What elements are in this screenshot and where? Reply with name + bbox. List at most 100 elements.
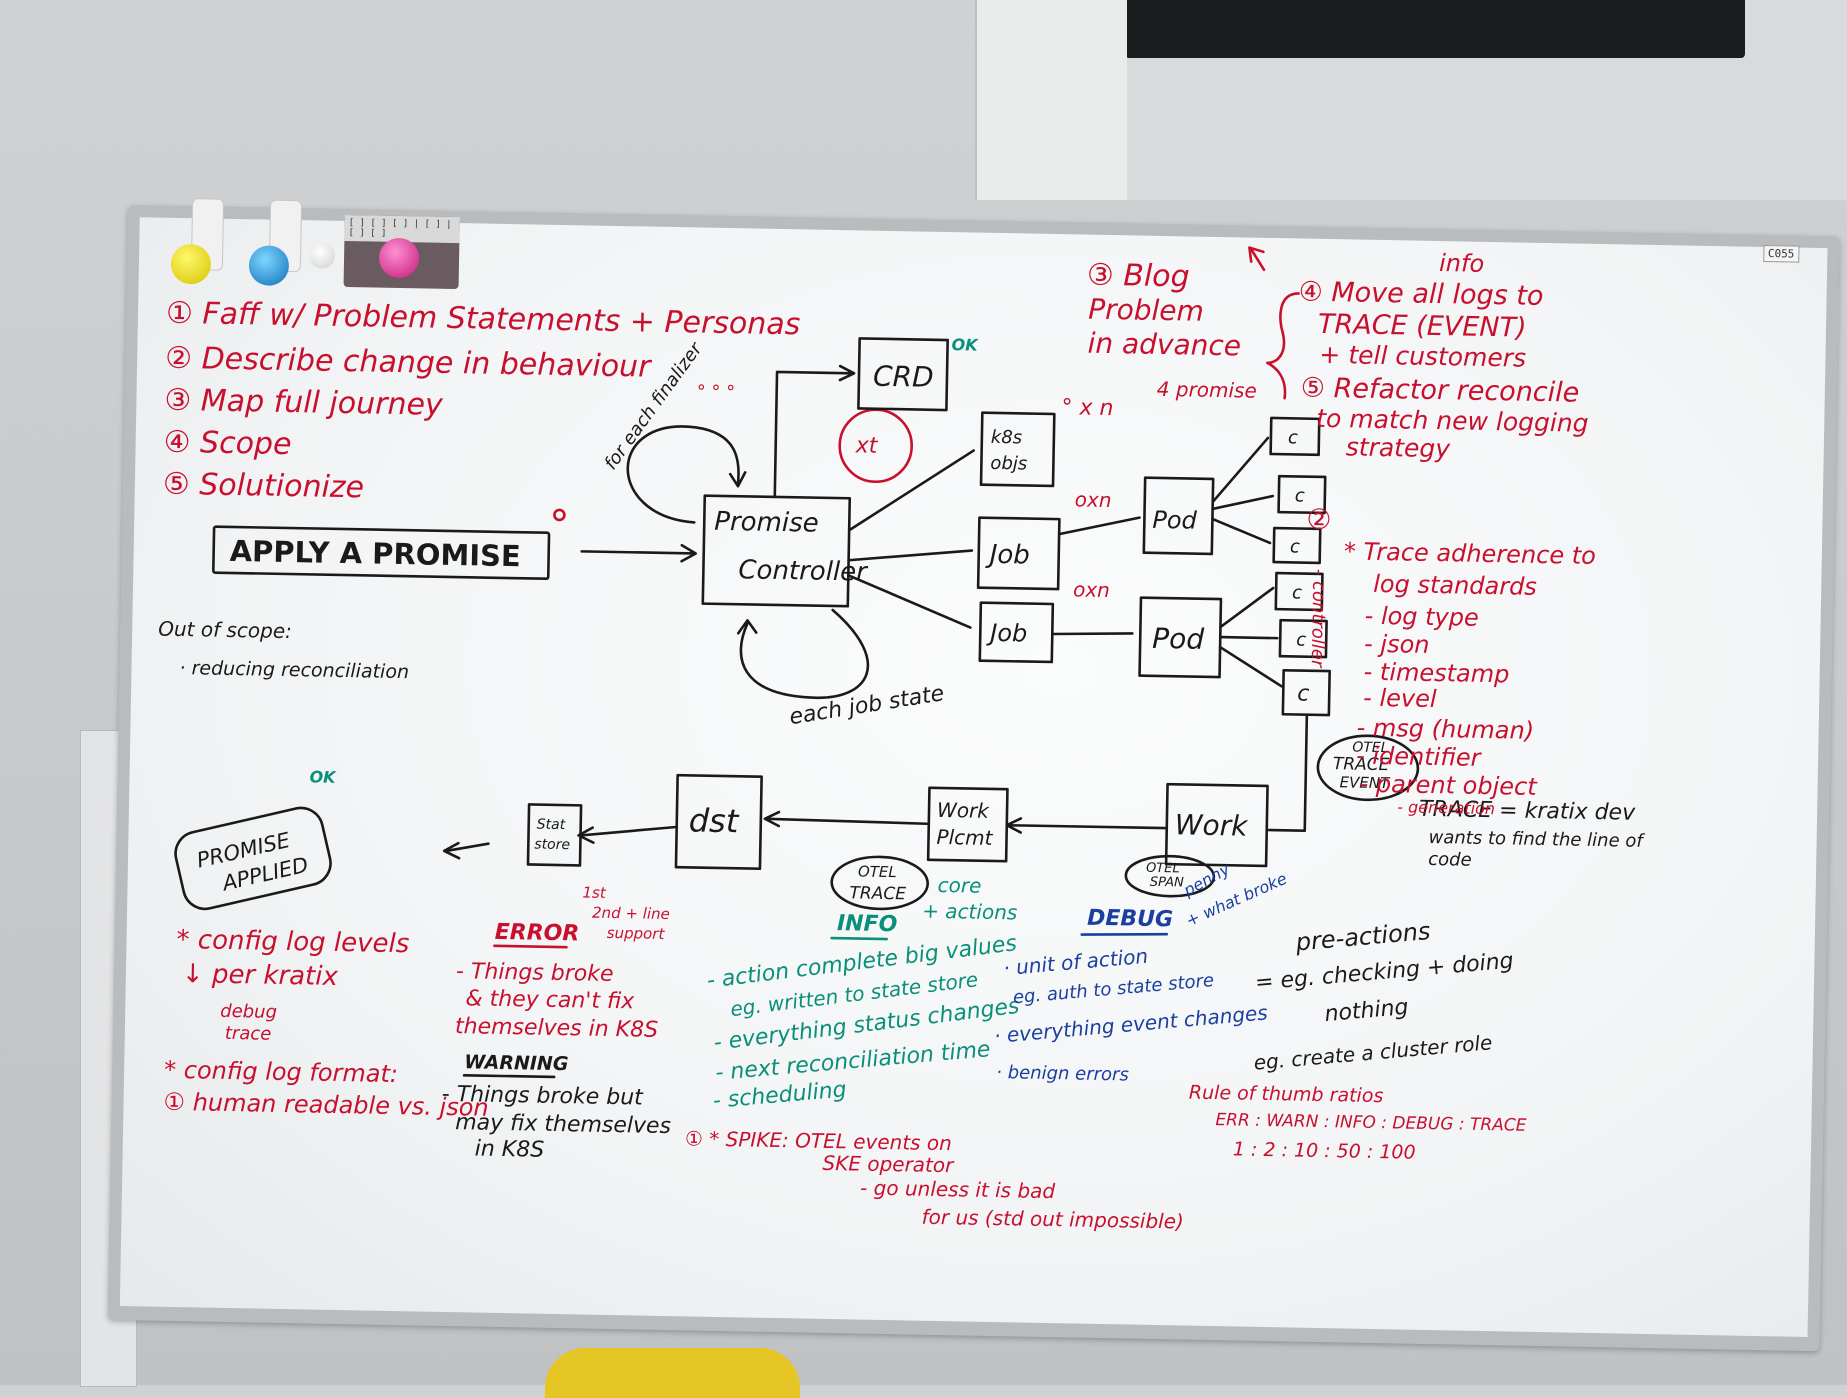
- otel-span-badge: [1124, 854, 1216, 898]
- controller-vertical: - controller: [1307, 569, 1330, 669]
- spike-3: - go unless it is bad: [860, 1176, 1056, 1204]
- error-line-2: & they can't fix: [465, 986, 635, 1014]
- container-a2: [1277, 474, 1327, 515]
- list-item-5: ⑤ Solutionize: [163, 467, 365, 506]
- work-label: Work: [1175, 808, 1250, 842]
- debug-line-3: · everything event changes: [993, 1000, 1268, 1048]
- state-store-box: [526, 803, 583, 867]
- crd-box: [857, 337, 949, 412]
- otel-trace-badge: [830, 855, 929, 911]
- promise-label: 4 promise: [1157, 377, 1257, 403]
- otel-span-1: OTEL: [1146, 861, 1180, 877]
- info-aside-2: + actions: [922, 899, 1018, 925]
- error-aside-1: 1st: [582, 883, 607, 901]
- ok-mark-applied: OK: [309, 767, 337, 787]
- info-title: INFO: [837, 911, 898, 937]
- otel-trace-1: OTEL: [858, 862, 897, 881]
- warning-underline: [462, 1074, 556, 1079]
- arrow-controller-to-job-a: [847, 549, 974, 562]
- arrow-controller-to-job-b: [847, 573, 972, 629]
- ratio-values: 1 : 2 : 10 : 50 : 100: [1233, 1138, 1416, 1163]
- each-job-state-label: each job state: [788, 681, 946, 730]
- right-top-5: to match new logging: [1316, 404, 1589, 438]
- right-list-5: - timestamp: [1363, 658, 1509, 689]
- container-label-b1: c: [1292, 582, 1302, 603]
- container-label-a3: c: [1290, 536, 1300, 557]
- config-note-6: ① human readable vs. json: [163, 1088, 489, 1122]
- error-line-1: - Things broke: [456, 959, 614, 987]
- work-placement-box: [926, 786, 1009, 863]
- work-box: [1164, 782, 1269, 868]
- state-store-label-1: Stat: [537, 817, 566, 834]
- otel-trace-2: TRACE: [849, 883, 906, 904]
- job-b-label: Job: [986, 619, 1028, 648]
- otel-span-2: SPAN: [1150, 875, 1185, 891]
- error-aside-3: support: [607, 924, 666, 943]
- pre-actions-line-2: nothing: [1324, 995, 1410, 1027]
- debug-line-1: · unit of action: [1002, 944, 1149, 980]
- out-of-scope-title: Out of scope:: [158, 617, 292, 643]
- arrow-job-b-to-pod-b: [1050, 632, 1134, 636]
- job-a-box: [976, 516, 1061, 591]
- debug-underline: [1080, 932, 1169, 936]
- whiteboard-frame: C055 [ ] [ ] [ ] | [ ] | [ ] [ ] ① Faff …: [107, 198, 1840, 1352]
- yellow-eraser: [545, 1348, 800, 1398]
- info-aside-1: core: [937, 873, 981, 898]
- pod-b-label: Pod: [1152, 622, 1205, 656]
- right-list-6: - level: [1363, 684, 1437, 713]
- right-top-4: ⑤ Refactor reconcile: [1301, 373, 1580, 409]
- k8s-multiplier: ° x n: [1061, 395, 1113, 421]
- arrow-containers-to-work: [1267, 715, 1309, 832]
- container-a3: [1272, 526, 1322, 565]
- job-a-multiplier: oxn: [1075, 487, 1112, 512]
- red-circle-label: xt: [854, 433, 878, 458]
- wall-pillar: [975, 0, 1127, 200]
- job-a-label: Job: [984, 540, 1030, 571]
- list-item-1: ① Faff w/ Problem Statements + Personas: [166, 296, 801, 343]
- warning-title: WARNING: [464, 1051, 568, 1075]
- debug-title: DEBUG: [1087, 906, 1173, 933]
- arrows-pod-to-containers: [1211, 436, 1283, 688]
- error-underline: [493, 944, 568, 949]
- ratio-title: Rule of thumb ratios: [1189, 1082, 1384, 1108]
- k8s-label-1: k8s: [991, 427, 1023, 449]
- ok-mark-crd: OK: [951, 335, 979, 355]
- right-list-8: - identifier: [1356, 742, 1483, 772]
- arrow-work-to-placement: [1005, 817, 1167, 834]
- container-a1: [1269, 416, 1321, 457]
- spike-1: ① * SPIKE: OTEL events on: [685, 1126, 952, 1155]
- job-b-multiplier: oxn: [1073, 577, 1110, 602]
- otel-trace-event-1: OTEL: [1352, 740, 1389, 757]
- blog-1: ③ Blog: [1087, 258, 1190, 295]
- container-label-b2: c: [1296, 629, 1306, 650]
- promise-controller-box: [701, 494, 852, 608]
- arrow-controller-to-crd: [773, 364, 856, 499]
- crd-label: CRD: [873, 360, 934, 394]
- error-title: ERROR: [495, 920, 580, 947]
- right-list-4: - json: [1364, 630, 1430, 659]
- list-item-4: ④ Scope: [163, 425, 291, 462]
- container-b3: [1281, 668, 1331, 717]
- arrow-job-a-to-pod-a: [1057, 516, 1141, 536]
- right-list-num: ②: [1306, 503, 1332, 536]
- spike-4: for us (std out impossible): [921, 1205, 1184, 1234]
- dst-label: dst: [688, 801, 740, 840]
- arrow-placement-to-dst: [763, 810, 929, 828]
- pod-a-box: [1142, 476, 1215, 556]
- apply-promise-box: [212, 525, 551, 581]
- right-list-7: - msg (human): [1356, 714, 1534, 745]
- config-note-1: * config log levels: [176, 925, 409, 959]
- container-label-a2: c: [1295, 485, 1305, 506]
- pre-actions-line-1: = eg. checking + doing: [1254, 949, 1514, 996]
- debug-line-4: · benign errors: [996, 1062, 1129, 1085]
- finalizer-loop-arrow: [626, 425, 747, 524]
- list-item-3: ③ Map full journey: [164, 383, 444, 423]
- pod-a-label: Pod: [1152, 506, 1198, 535]
- spike-2: SKE operator: [822, 1151, 955, 1177]
- ratio-labels: ERR : WARN : INFO : DEBUG : TRACE: [1215, 1110, 1527, 1136]
- right-list-9: - parent object: [1359, 770, 1538, 801]
- cluster-role-note: eg. create a cluster role: [1253, 1030, 1493, 1075]
- config-note-4: trace: [225, 1023, 272, 1045]
- job-state-loop-arrow: [736, 608, 870, 699]
- trace-def-2: wants to find the line of: [1428, 827, 1645, 852]
